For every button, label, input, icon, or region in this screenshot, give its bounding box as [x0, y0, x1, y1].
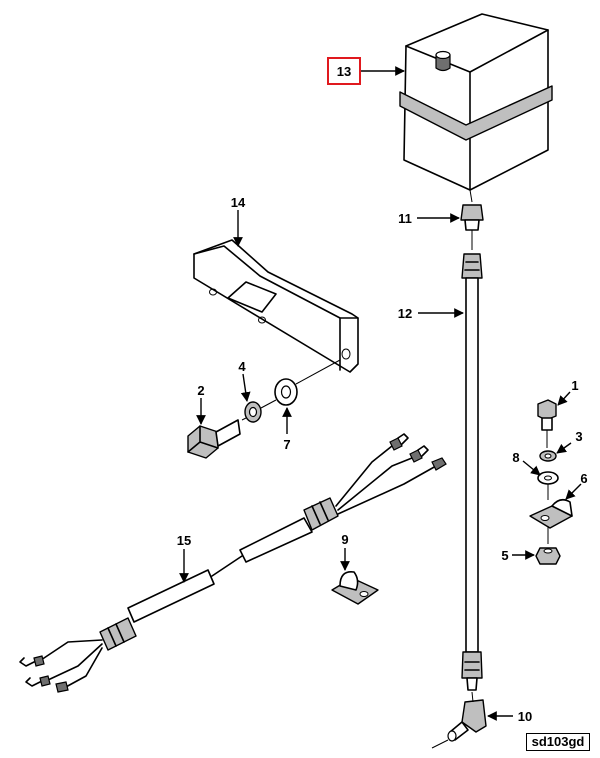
- callout-11: 11: [398, 211, 412, 226]
- bolt-part-1: [537, 399, 557, 448]
- callout-10: 10: [518, 709, 532, 724]
- callout-4: 4: [238, 359, 246, 374]
- fitting-part-11: [460, 204, 484, 250]
- hose-part-12: [461, 253, 483, 691]
- callout-12: 12: [398, 306, 412, 321]
- washer-part-3: [539, 450, 557, 462]
- callout-14: 14: [231, 195, 246, 210]
- bolt-part-2: [187, 419, 241, 459]
- washer-part-8: [537, 471, 559, 500]
- callout-5: 5: [501, 548, 508, 563]
- callout-13: 13: [337, 64, 351, 79]
- callout-2: 2: [197, 383, 204, 398]
- nut-part-5: [535, 547, 561, 565]
- callout-7: 7: [283, 437, 290, 452]
- tank-part-13: [399, 13, 553, 203]
- clamp-part-9: [331, 570, 379, 605]
- clamp-part-6: [529, 498, 573, 544]
- washer-part-7: [241, 378, 298, 421]
- callout-9: 9: [341, 532, 348, 547]
- callout-8: 8: [512, 450, 519, 465]
- bracket-part-14: [193, 239, 359, 385]
- callout-3: 3: [575, 429, 582, 444]
- washer-part-4: [244, 401, 262, 423]
- reference-code-label: sd103gd: [526, 733, 590, 751]
- harness-part-15: [19, 433, 447, 693]
- callout-1: 1: [571, 378, 578, 393]
- callout-labels: 13 11 12 14 4 2 7 1 3 8 6 5 9 15 10: [177, 57, 588, 724]
- callout-15: 15: [177, 533, 191, 548]
- callout-6: 6: [580, 471, 587, 486]
- elbow-part-10: [431, 691, 487, 749]
- leader-lines: [179, 66, 582, 721]
- highlight-box-13: [327, 57, 361, 85]
